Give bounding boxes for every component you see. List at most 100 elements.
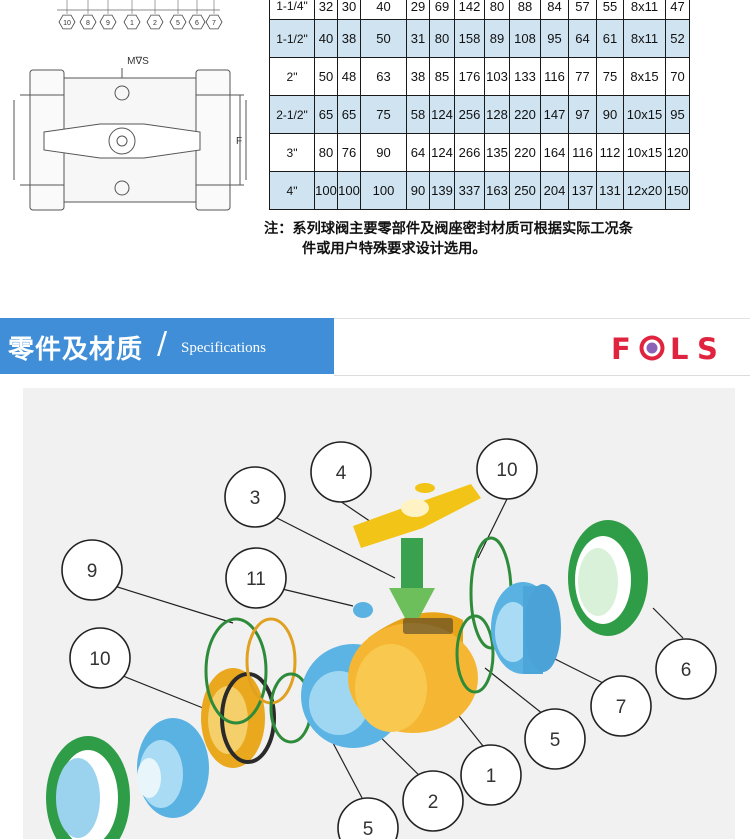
table-cell: 80 (429, 19, 455, 58)
note-line-2: 件或用户特殊要求设计选用。 (302, 241, 487, 257)
part-marker-hexagon (188, 14, 206, 30)
table-cell: 75 (360, 95, 407, 134)
table-cell: 103 (484, 57, 510, 96)
table-cell: 58 (406, 95, 430, 134)
callout-number: 3 (250, 488, 261, 509)
table-cell: 38 (406, 57, 430, 96)
table-cell: 8x15 (623, 57, 666, 96)
table-cell: 88 (509, 0, 541, 20)
table-cell: 90 (596, 95, 624, 134)
end-connector-right (491, 582, 561, 674)
callout-circle (590, 675, 652, 737)
table-cell: 76 (337, 133, 361, 172)
gasket-ring-9 (245, 617, 297, 705)
table-cell: 55 (596, 0, 624, 20)
table-cell: 256 (454, 95, 485, 134)
label-mvs: M∇S (127, 56, 149, 67)
table-cell: 38 (337, 19, 361, 58)
part-marker-hexagon (99, 14, 117, 30)
callout-number: 1 (486, 766, 497, 787)
part-marker-number: 10 (63, 20, 71, 27)
table-cell: 80 (484, 0, 510, 20)
material-note: 注：系列球阀主要零部件及阀座密封材质可根据实际工况条 件或用户特殊要求设计选用。 (264, 219, 744, 259)
logo-target-o-icon (639, 335, 665, 361)
size-cell: 1-1/2" (269, 19, 315, 58)
table-cell: 164 (540, 133, 569, 172)
table-cell: 220 (509, 95, 541, 134)
header-rule (334, 375, 750, 376)
table-cell: 48 (337, 57, 361, 96)
table-cell: 77 (568, 57, 597, 96)
part-marker-hexagon (146, 14, 164, 30)
logo-letter-f: F (611, 332, 631, 366)
table-cell: 100 (314, 171, 338, 210)
table-cell: 142 (454, 0, 485, 20)
table-cell: 163 (484, 171, 510, 210)
callout-circle (224, 466, 286, 528)
table-cell: 75 (596, 57, 624, 96)
callout-circle (61, 539, 123, 601)
part-marker-number: 5 (176, 20, 180, 27)
valve-stem (389, 538, 435, 618)
part-marker-number: 8 (86, 20, 90, 27)
part-marker-hexagon (205, 14, 223, 30)
part-marker-number: 2 (153, 20, 157, 27)
union-nut-right (568, 520, 648, 636)
part-marker-number: 9 (106, 20, 110, 27)
table-cell: 90 (406, 171, 430, 210)
table-cell: 65 (337, 95, 361, 134)
table-cell: 220 (509, 133, 541, 172)
table-cell: 266 (454, 133, 485, 172)
section-divider (0, 318, 750, 319)
part-marker-hexagon (79, 14, 97, 30)
section-header-banner: 零件及材质 / Specifications (0, 318, 334, 374)
o-ring-left-outer (204, 617, 268, 725)
table-cell: 120 (665, 133, 690, 172)
table-cell: 10x15 (623, 95, 666, 134)
table-cell: 63 (360, 57, 407, 96)
end-connector-left (137, 718, 209, 818)
table-cell: 95 (665, 95, 690, 134)
part-marker-number: 6 (195, 20, 199, 27)
size-cell: 2-1/2" (269, 95, 315, 134)
callout-number: 2 (428, 792, 439, 813)
callout-number: 6 (681, 660, 692, 681)
table-cell: 69 (429, 0, 455, 20)
table-cell: 30 (337, 0, 361, 20)
table-cell: 116 (568, 133, 597, 172)
part-marker-number: 1 (130, 20, 134, 27)
table-cell: 64 (406, 133, 430, 172)
table-cell: 61 (596, 19, 624, 58)
seat-gasket-left (201, 668, 276, 768)
callout-number: 10 (496, 460, 517, 481)
table-cell: 31 (406, 19, 430, 58)
callout-circle (402, 770, 464, 832)
valve-body (348, 612, 478, 733)
table-cell: 124 (429, 133, 455, 172)
table-cell: 158 (454, 19, 485, 58)
callout-number: 10 (89, 649, 110, 670)
callout-number: 5 (363, 819, 374, 839)
size-cell: 1-1/4" (269, 0, 315, 20)
part-marker-hexagon (123, 14, 141, 30)
valve-handle (353, 483, 481, 548)
table-cell: 57 (568, 0, 597, 20)
table-cell: 40 (360, 0, 407, 20)
table-cell: 50 (360, 19, 407, 58)
union-nut-left (46, 736, 130, 839)
table-cell: 133 (509, 57, 541, 96)
callout-number: 4 (336, 463, 347, 484)
table-cell: 80 (314, 133, 338, 172)
table-cell: 116 (540, 57, 569, 96)
note-line-1: 注：系列球阀主要零部件及阀座密封材质可根据实际工况条 (264, 221, 633, 237)
table-cell: 50 (314, 57, 338, 96)
o-ring-right-inner (455, 614, 495, 694)
table-cell: 64 (568, 19, 597, 58)
callout-circle (460, 744, 522, 806)
valve-front-view (13, 68, 247, 211)
